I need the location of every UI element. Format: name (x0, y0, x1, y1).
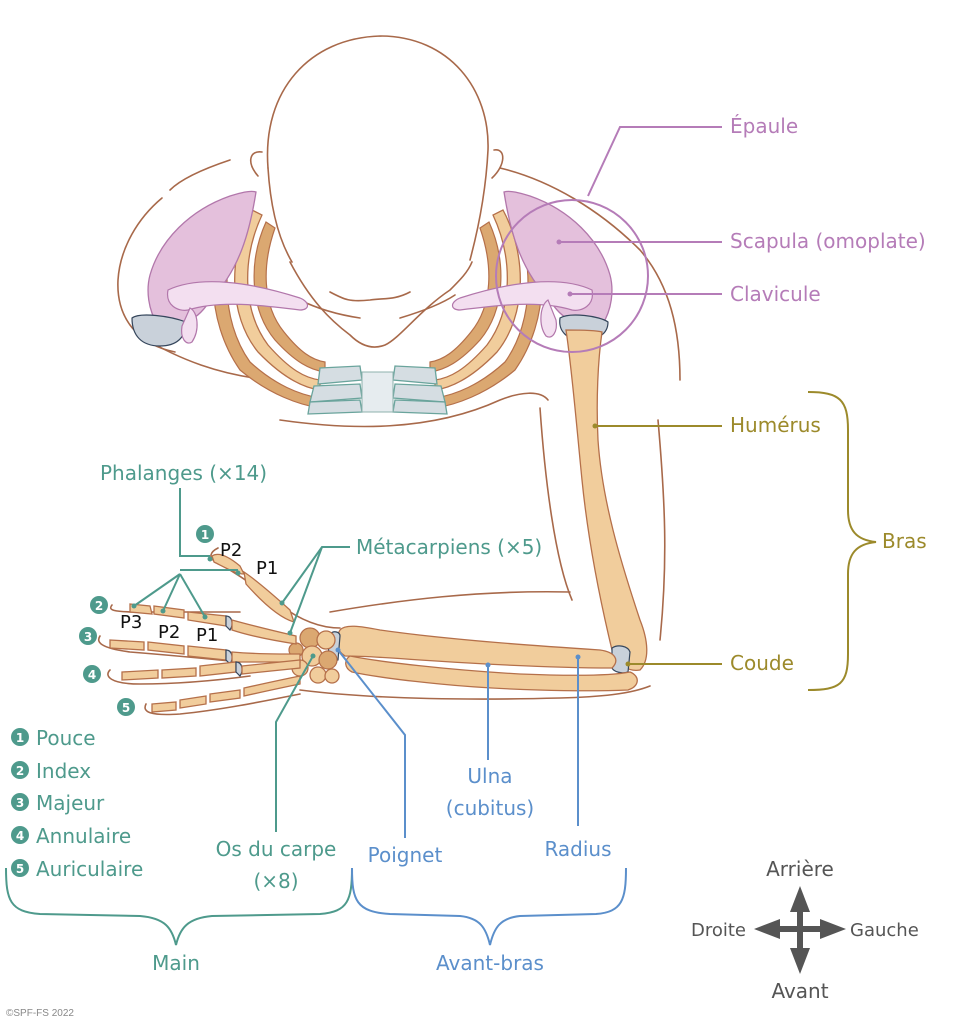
forearm-leaders (337, 649, 627, 946)
svg-text:Pouce: Pouce (36, 726, 96, 750)
svg-text:Annulaire: Annulaire (36, 824, 131, 848)
compass-arriere: Arrière (766, 857, 834, 881)
phalanx-thumb-p2: P2 (220, 540, 242, 561)
label-main: Main (152, 951, 200, 975)
legend-item-pouce: 1 Pouce (11, 726, 96, 750)
label-os-du-carpe: Os du carpe (216, 837, 337, 861)
finger-badge-2: 2 (95, 599, 103, 613)
rib-cage (212, 199, 543, 415)
main-brace (5, 867, 353, 946)
svg-text:4: 4 (16, 829, 24, 843)
svg-text:1: 1 (16, 731, 24, 745)
avant-bras-brace (351, 867, 627, 946)
shoulder-leaders (495, 126, 722, 353)
label-humerus: Humérus (730, 413, 821, 437)
compass-gauche: Gauche (850, 920, 919, 941)
legend-item-majeur: 3 Majeur (11, 791, 105, 815)
svg-text:3: 3 (16, 796, 24, 810)
label-phalanges: Phalanges (×14) (100, 461, 267, 485)
finger-badge-1: 1 (201, 528, 209, 542)
label-metacarpiens: Métacarpiens (×5) (356, 535, 542, 559)
phalanx-finger-p2: P2 (158, 622, 180, 643)
legend-item-annulaire: 4 Annulaire (11, 824, 131, 848)
label-epaule: Épaule (730, 114, 798, 138)
svg-text:2: 2 (16, 764, 24, 778)
fingers-legend: 1 Pouce 2 Index 3 Majeur 4 Annulaire 5 A… (11, 726, 143, 881)
label-ulna-alt: (cubitus) (446, 796, 534, 820)
svg-text:5: 5 (16, 862, 24, 876)
compass-avant: Avant (771, 979, 828, 1003)
finger-badge-4: 4 (88, 668, 96, 682)
label-clavicule: Clavicule (730, 282, 821, 306)
label-avant-bras: Avant-bras (436, 951, 544, 975)
compass-droite: Droite (691, 920, 746, 941)
label-bras: Bras (882, 529, 927, 553)
arm-leaders (595, 391, 877, 691)
label-radius: Radius (544, 837, 611, 861)
label-ulna: Ulna (467, 764, 512, 788)
legend-item-auriculaire: 5 Auriculaire (11, 857, 143, 881)
orientation-compass: Arrière Avant Droite Gauche (691, 857, 919, 1003)
label-scapula: Scapula (omoplate) (730, 229, 926, 253)
label-os-du-carpe-count: (×8) (253, 869, 298, 893)
legend-item-index: 2 Index (11, 759, 91, 783)
hand-leaders (5, 488, 353, 946)
left-shoulder-bones (131, 190, 309, 347)
label-coude: Coude (730, 651, 794, 675)
finger-badge-3: 3 (84, 630, 92, 644)
phalanx-thumb-p1: P1 (256, 558, 278, 579)
hand-bones (97, 547, 341, 716)
finger-badges: 1 2 3 4 5 (79, 525, 214, 716)
four-way-arrow-icon (754, 886, 846, 974)
svg-text:Majeur: Majeur (36, 791, 105, 815)
svg-text:Auriculaire: Auriculaire (36, 857, 143, 881)
bras-brace (807, 391, 877, 691)
humerus-bone (565, 329, 648, 674)
forearm-bones (327, 625, 638, 692)
svg-text:Index: Index (36, 759, 91, 783)
finger-badge-5: 5 (122, 701, 130, 715)
phalanx-finger-p1: P1 (196, 625, 218, 646)
label-poignet: Poignet (368, 843, 443, 867)
copyright: ©SPF-FS 2022 (6, 1008, 74, 1019)
phalanx-finger-p3: P3 (120, 612, 142, 633)
